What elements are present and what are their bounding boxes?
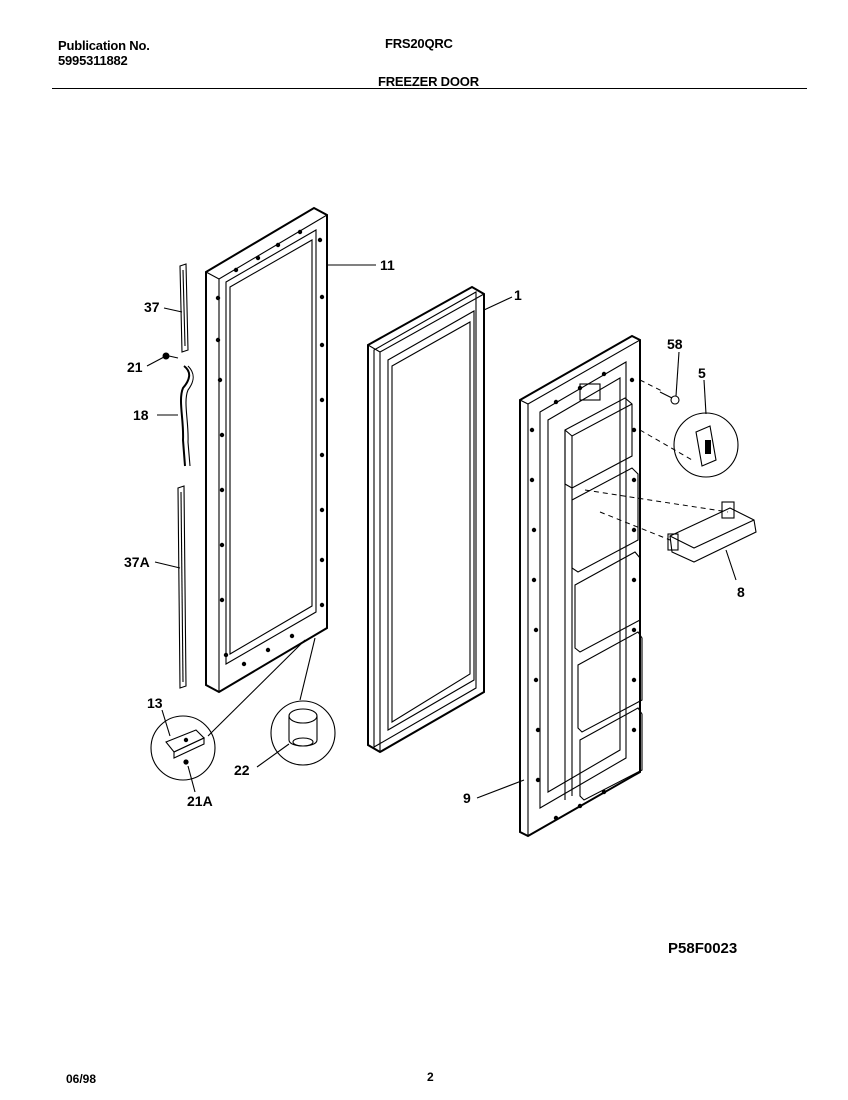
screw-hole [631,727,637,733]
callout-8: 8 [737,584,745,600]
screw-hole [289,633,295,639]
screw-hole [219,432,225,438]
shelf-clip-detail [673,412,739,478]
screw-hole [535,727,541,733]
screw-hole [275,242,281,248]
screw-hole [319,342,325,348]
section-title: FREEZER DOOR [378,74,479,89]
screw-hole [533,627,539,633]
screw-hole [215,337,221,343]
callout-21a: 21A [187,793,213,809]
screw-hole [577,803,583,809]
screw-hole [531,527,537,533]
header-rule [52,88,807,89]
door-gasket [367,285,485,754]
screw-hole [233,267,239,273]
screw-hole [319,397,325,403]
screw-hole [265,647,271,653]
screw-58 [659,391,680,405]
door-bin-8 [667,501,757,563]
callout-5: 5 [698,365,706,381]
screw-hole [223,652,229,658]
page-number: 2 [427,1070,434,1084]
screw-hole [533,677,539,683]
callout-21: 21 [127,359,143,375]
callout-11: 11 [380,257,395,273]
callout-1: 1 [514,287,522,303]
screw-hole [319,507,325,513]
screw-hole [535,777,541,783]
screw-hole [601,371,607,377]
screw-hole [215,295,221,301]
door-bushing-detail [270,700,336,766]
screw-hole [577,385,583,391]
screw-hole [631,677,637,683]
screw-hole [317,237,323,243]
publication-label: Publication No. [58,38,150,53]
screw-hole [219,597,225,603]
hinge-bracket-detail [150,715,216,781]
screw-hole [219,542,225,548]
screw-hole [531,577,537,583]
screw-hole [529,477,535,483]
screw-hole [631,527,637,533]
screw-hole [631,577,637,583]
screw-hole [319,294,325,300]
handle-screw-21 [162,352,179,360]
callout-37a: 37A [124,554,150,570]
screw-hole [629,377,635,383]
inner-door-liner [519,334,643,838]
publication-number: 5995311882 [58,53,128,68]
callout-13: 13 [147,695,163,711]
lower-door-trim [177,485,187,689]
screw-hole [553,815,559,821]
screw-hole [255,255,261,261]
screw-hole [529,427,535,433]
door-handle [180,365,194,467]
screw-hole [219,487,225,493]
screw-hole [319,557,325,563]
upper-door-trim [179,263,189,353]
model-number: FRS20QRC [385,36,453,51]
callout-37: 37 [144,299,160,315]
callout-58: 58 [667,336,683,352]
screw-hole [319,602,325,608]
callout-22: 22 [234,762,250,778]
screw-hole [553,399,559,405]
diagram-code: P58F0023 [668,940,738,957]
screw-hole [631,627,637,633]
screw-hole [631,427,637,433]
screw-hole [217,377,223,383]
screw-hole [631,477,637,483]
screw-hole [297,229,303,235]
door-outer-panel [205,206,328,694]
callout-9: 9 [463,790,471,806]
screw-hole [241,661,247,667]
callout-18: 18 [133,407,149,423]
footer-date: 06/98 [66,1072,97,1086]
screw-hole [601,789,607,795]
screw-hole [319,452,325,458]
